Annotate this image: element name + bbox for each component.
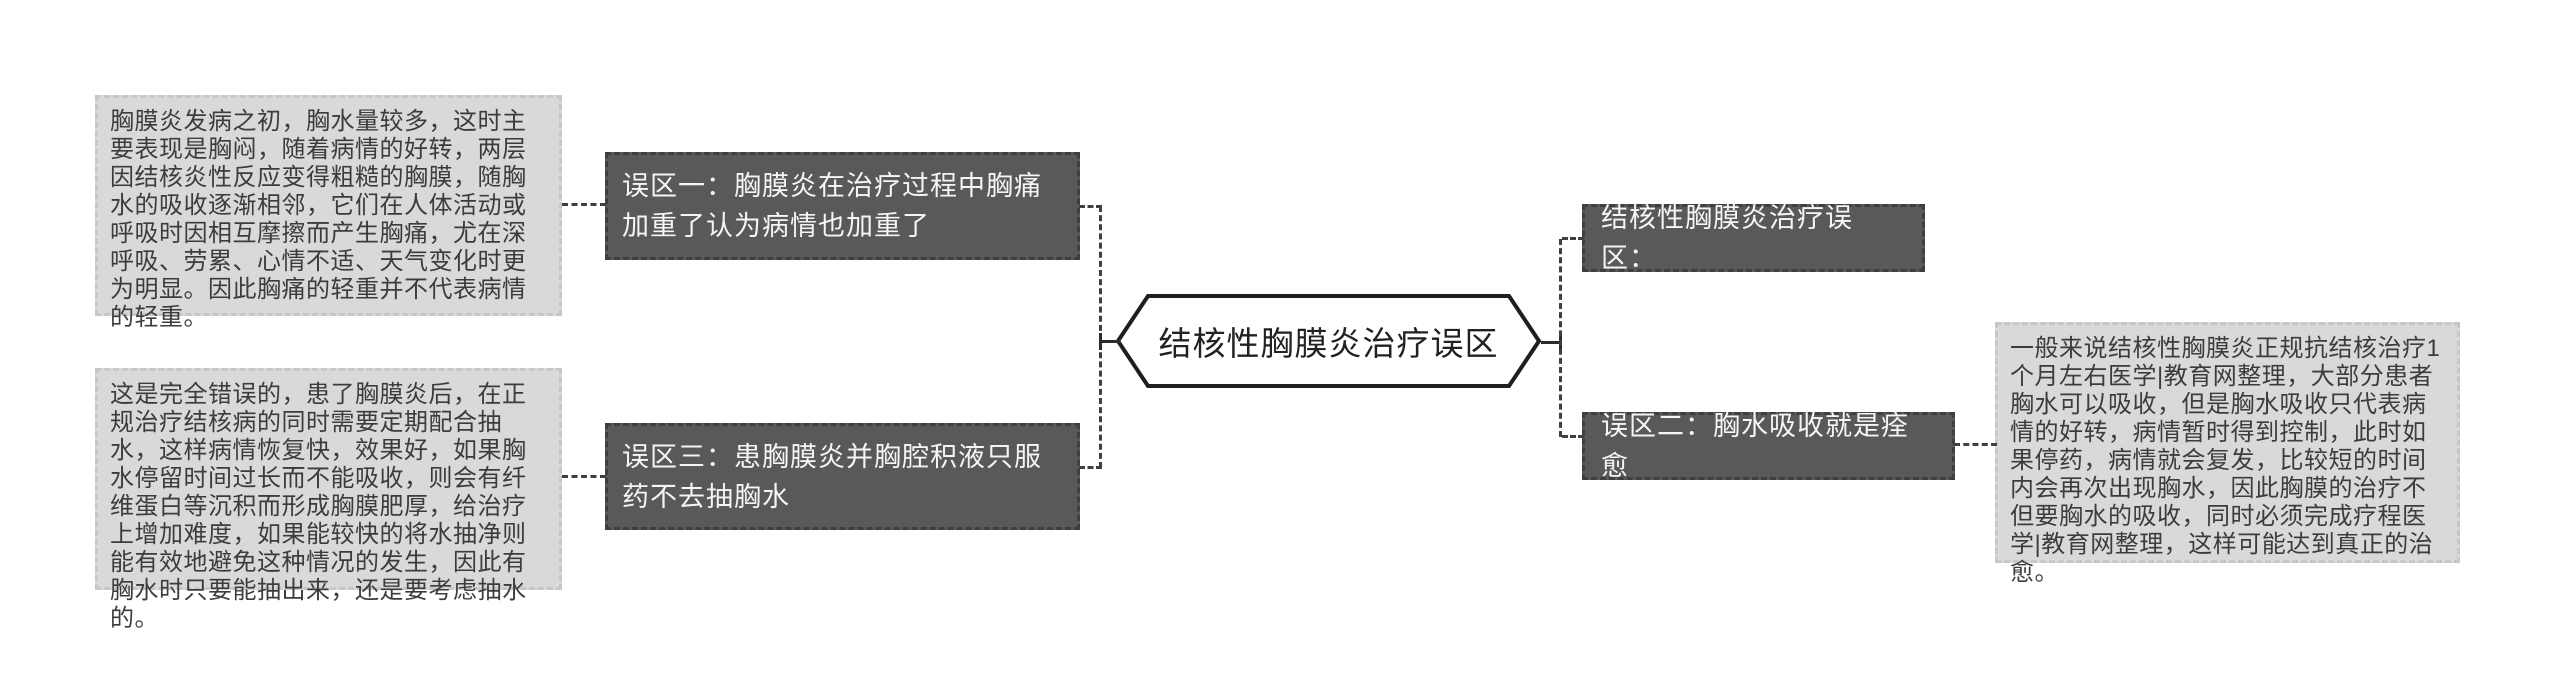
node-right-heading[interactable]: 结核性胸膜炎治疗误区： <box>1582 203 1925 273</box>
note-myth2-detail[interactable]: 一般来说结核性胸膜炎正规抗结核治疗1个月左右医学|教育网整理，大部分患者胸水可以… <box>1995 322 2460 586</box>
note-myth3-detail[interactable]: 这是完全错误的，患了胸膜炎后，在正规治疗结核病的同时需要定期配合抽水，这样病情恢… <box>95 368 562 632</box>
connector-note2-to-myth3 <box>562 475 606 478</box>
connector-trunk-to-heading <box>1562 237 1584 240</box>
root-node-label: 结核性胸膜炎治疗误区 <box>1158 325 1499 362</box>
connector-trunk-to-root-left <box>1100 340 1120 343</box>
connector-myth1-to-trunk <box>1079 205 1102 208</box>
connector-myth3-to-trunk <box>1079 466 1102 469</box>
node-myth2[interactable]: 误区二：胸水吸收就是痊愈 <box>1582 411 1955 481</box>
root-node[interactable]: 结核性胸膜炎治疗误区 <box>1115 293 1542 389</box>
note-myth1-detail[interactable]: 胸膜炎发病之初，胸水量较多，这时主要表现是胸闷，随着病情的好转，两层因结核炎性反… <box>95 95 562 331</box>
connector-root-to-trunk-right <box>1541 341 1562 344</box>
node-myth3[interactable]: 误区三：患胸膜炎并胸腔积液只服药不去抽胸水 <box>605 423 1080 530</box>
connector-myth2-to-note3 <box>1954 443 1997 446</box>
connector-trunk-to-myth2 <box>1562 435 1584 438</box>
hexagon-shape <box>1115 294 1542 388</box>
trunk-right <box>1559 239 1562 437</box>
node-myth1[interactable]: 误区一：胸膜炎在治疗过程中胸痛加重了认为病情也加重了 <box>605 152 1080 260</box>
connector-note1-to-myth1 <box>562 203 606 206</box>
